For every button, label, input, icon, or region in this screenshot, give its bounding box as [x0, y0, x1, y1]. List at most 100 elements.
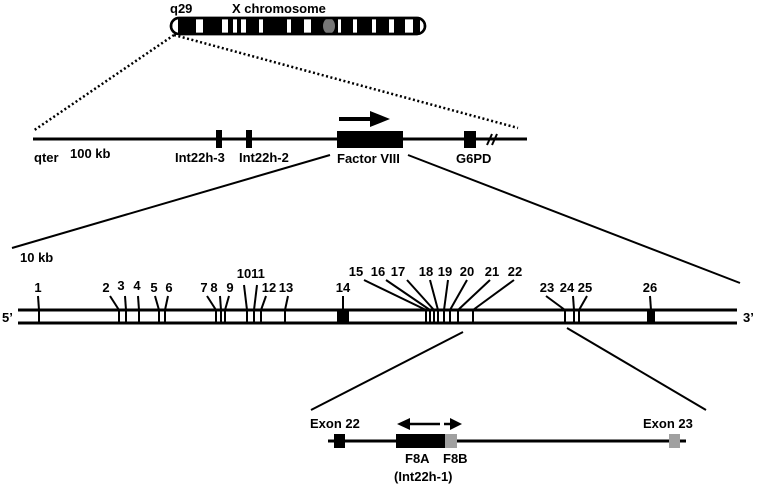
exon-box — [337, 309, 349, 324]
f8b-direction-arrow-icon — [444, 418, 462, 430]
exon-leader-line — [284, 295, 289, 311]
exon-1: 1 — [34, 280, 42, 323]
exon-leader-line — [457, 279, 491, 311]
exon-14: 14 — [336, 280, 351, 324]
exon-label: 21 — [485, 264, 499, 279]
exon-label: 18 — [419, 264, 433, 279]
exon-label: 20 — [460, 264, 474, 279]
exon-label: 25 — [578, 280, 592, 295]
expansion-line-left — [32, 33, 175, 133]
exon-2: 2 — [102, 280, 120, 323]
exon-leader-line — [109, 295, 120, 311]
three-prime-label: 3’ — [743, 310, 754, 325]
exon-15: 15 — [349, 264, 427, 323]
exon-23: 23 — [540, 280, 566, 323]
scale-10kb-label: 10 kb — [20, 250, 53, 265]
zoom-line-left — [11, 154, 331, 249]
exon-label: 17 — [391, 264, 405, 279]
chromosome-band — [394, 18, 405, 34]
exon-leader-line — [472, 279, 515, 311]
exon-11: 11 — [251, 266, 265, 323]
exon-leader-line — [124, 295, 127, 311]
scale-100kb-label: 100 kb — [70, 146, 111, 161]
detail-zoom-line-left — [310, 331, 464, 411]
g6pd-label: G6PD — [456, 151, 491, 166]
axis-break-icon — [486, 133, 498, 146]
exon-leader-line — [243, 284, 248, 311]
chromosome-band-label: q29 — [170, 1, 192, 16]
chromosome-band — [203, 18, 222, 34]
chromosome-title: X chromosome — [232, 1, 326, 16]
exon-18: 18 — [419, 264, 439, 323]
exon-21: 21 — [457, 264, 499, 323]
exon-label: 9 — [226, 280, 233, 295]
exon-label: 22 — [508, 264, 522, 279]
exon-leader-line — [154, 295, 160, 311]
exon-label: 26 — [643, 280, 657, 295]
exon-leader-line — [224, 295, 230, 311]
zoom-line-right — [407, 154, 741, 284]
exon-3: 3 — [117, 278, 127, 323]
exon-17: 17 — [391, 264, 435, 323]
exon-leader-line — [164, 295, 169, 311]
exon-label: 4 — [133, 278, 141, 293]
exon-leader-line — [406, 279, 435, 311]
int22h-3-label: Int22h-3 — [175, 150, 225, 165]
exon-label: 12 — [262, 280, 276, 295]
exon-leader-line — [578, 295, 588, 311]
exon23-label: Exon 23 — [643, 416, 693, 431]
exon-label: 1 — [34, 280, 41, 295]
exon-label: 14 — [336, 280, 351, 295]
int22h-2-label: Int22h-2 — [239, 150, 289, 165]
int22h-3-marker — [216, 130, 222, 148]
f8a-direction-arrow-icon — [397, 418, 440, 430]
f8a-sublabel: (Int22h-1) — [394, 469, 453, 484]
exon-13: 13 — [279, 280, 293, 323]
factor-viii-gene-box — [337, 131, 403, 148]
exon-7: 7 — [200, 280, 217, 323]
exon-label: 11 — [251, 266, 265, 281]
chromosome-band — [246, 18, 259, 34]
exon-25: 25 — [578, 280, 592, 323]
exon-label: 6 — [165, 280, 172, 295]
exon-label: 7 — [200, 280, 207, 295]
exon-16: 16 — [371, 264, 431, 323]
f8b-label: F8B — [443, 451, 468, 466]
chromosome-band — [341, 18, 353, 34]
factor-viii-label: Factor VIII — [337, 151, 400, 166]
exon-leader-line — [219, 295, 222, 311]
chromosome-band — [263, 18, 287, 34]
exon-label: 5 — [150, 280, 157, 295]
transcription-direction-arrow-icon — [339, 111, 390, 127]
chromosome-band — [376, 18, 389, 34]
exon-leader-line — [649, 295, 652, 311]
exon23-box — [669, 434, 680, 448]
f8a-box — [396, 434, 445, 448]
exon-leader-line — [137, 295, 140, 311]
exon-leader-line — [385, 279, 431, 311]
exon-leader-line — [253, 284, 258, 311]
chromosome-band — [357, 18, 372, 34]
exon-label: 13 — [279, 280, 293, 295]
exon-box — [647, 309, 655, 324]
chromosome-band — [237, 18, 241, 34]
qter-label: qter — [34, 150, 59, 165]
exon-leader-line — [260, 295, 267, 311]
exon-label: 15 — [349, 264, 363, 279]
exon22-label: Exon 22 — [310, 416, 360, 431]
exon-label: 23 — [540, 280, 554, 295]
g6pd-marker — [464, 131, 476, 148]
exon-label: 2 — [102, 280, 109, 295]
exon-22: 22 — [472, 264, 522, 323]
exon-5: 5 — [150, 280, 160, 323]
expansion-line-right — [173, 33, 519, 130]
exon-12: 12 — [260, 280, 276, 323]
detail-zoom-line-right — [566, 327, 707, 411]
exon-label: 8 — [210, 280, 217, 295]
centromere — [323, 18, 335, 34]
chromosome-band — [178, 18, 196, 34]
exon-leader-line — [449, 279, 468, 311]
chromosome-band — [311, 18, 322, 34]
x-chromosome-ideogram — [169, 16, 427, 36]
